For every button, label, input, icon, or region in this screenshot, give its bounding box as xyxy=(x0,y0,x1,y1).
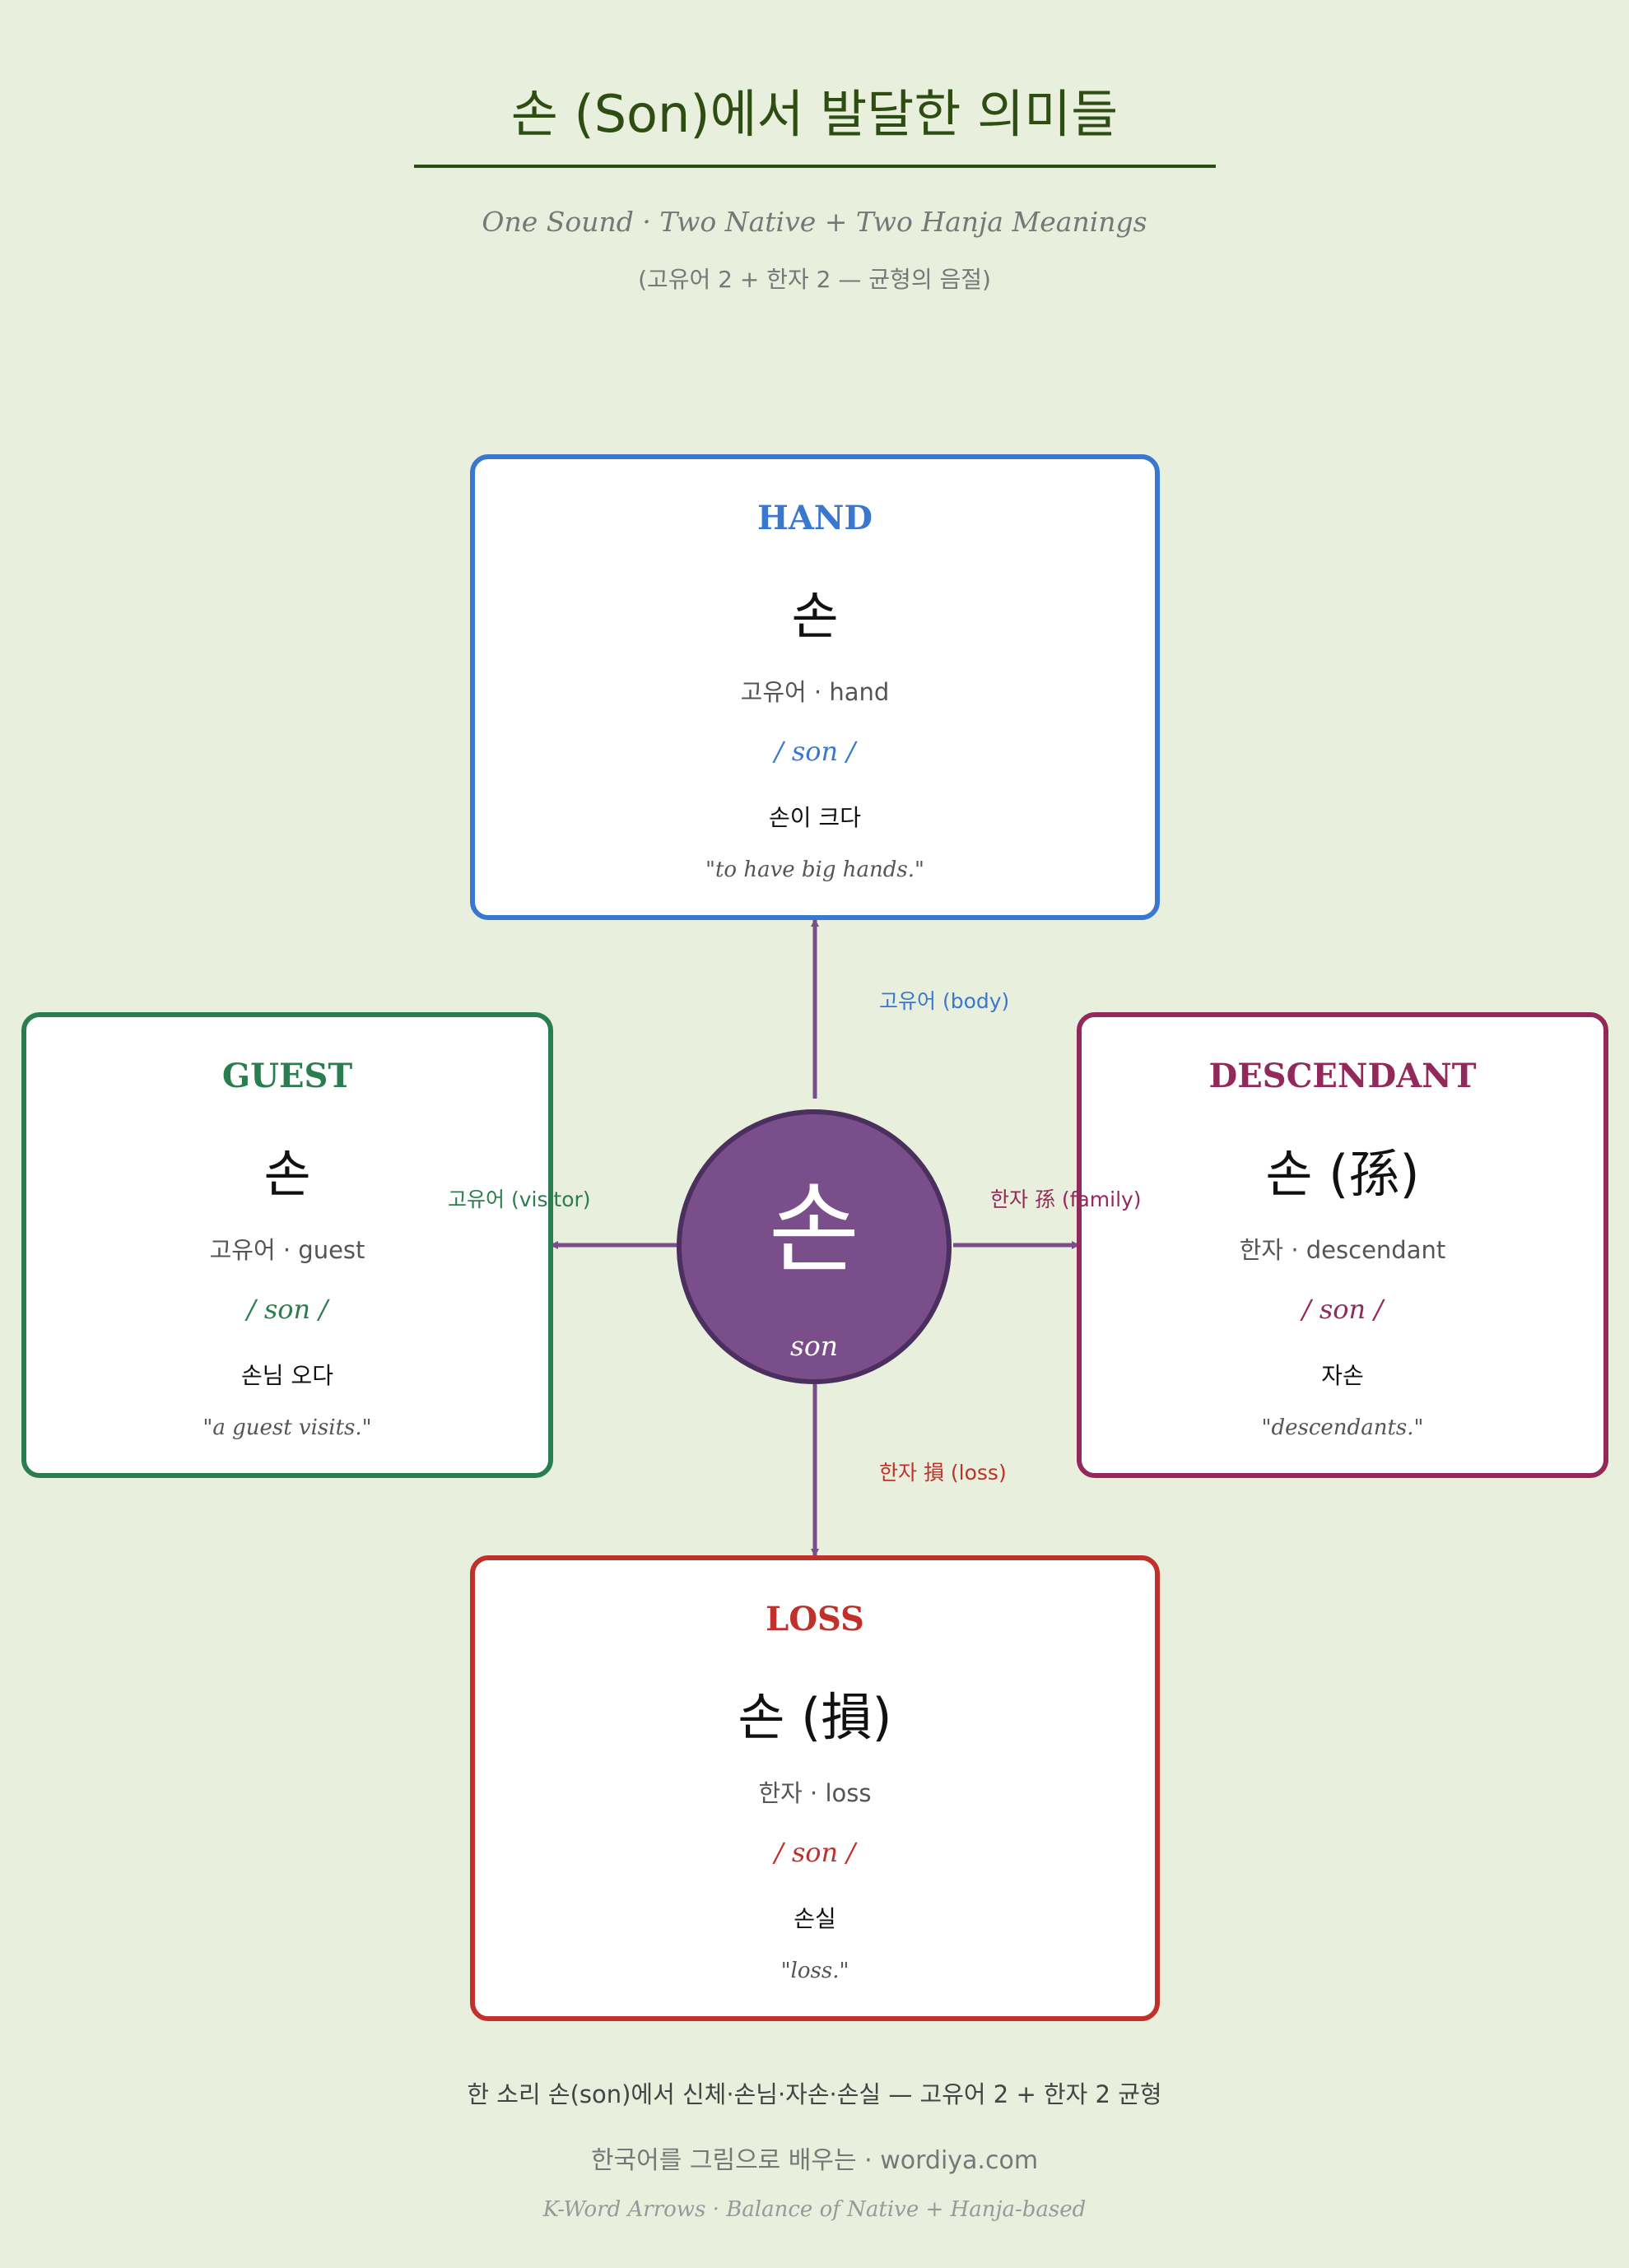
footer-series: K-Word Arrows · Balance of Native + Hanj… xyxy=(542,2197,1087,2222)
card-guest-sub: 고유어 · guest xyxy=(209,1236,365,1264)
card-loss-pronunciation: / son / xyxy=(774,1837,856,1868)
card-descendant-heading: DESCENDANT xyxy=(1208,1057,1477,1095)
card-loss-word: 손 (損) xyxy=(738,1687,892,1747)
card-descendant-word: 손 (孫) xyxy=(1265,1144,1420,1204)
footer-site: 한국어를 그림으로 배우는 · wordiya.com xyxy=(590,2146,1039,2175)
card-guest-word: 손 xyxy=(263,1144,311,1204)
card-guest: GUEST 손 고유어 · guest / son / 손님 오다 "a gue… xyxy=(21,1012,553,1478)
card-hand-heading: HAND xyxy=(756,499,873,537)
card-hand-sub: 고유어 · hand xyxy=(740,678,890,706)
card-guest-example: 손님 오다 xyxy=(241,1362,333,1389)
card-loss-sub: 한자 · loss xyxy=(758,1779,872,1807)
card-hand: HAND 손 고유어 · hand / son / 손이 크다 "to have… xyxy=(470,454,1160,920)
card-hand-translation: "to have big hands." xyxy=(705,857,924,882)
card-descendant-pronunciation: / son / xyxy=(1301,1294,1384,1325)
card-guest-pronunciation: / son / xyxy=(246,1294,328,1325)
card-guest-heading: GUEST xyxy=(221,1057,353,1095)
card-loss: LOSS 손 (損) 한자 · loss / son / 손실 "loss." xyxy=(470,1555,1160,2021)
hub-word: 손 xyxy=(768,1173,860,1287)
card-hand-example: 손이 크다 xyxy=(769,804,861,831)
card-loss-heading: LOSS xyxy=(766,1600,864,1638)
page-subtitle: One Sound · Two Native + Two Hanja Meani… xyxy=(482,206,1147,238)
page-subtitle-korean: (고유어 2 + 한자 2 — 균형의 음절) xyxy=(638,266,991,293)
card-hand-pronunciation: / son / xyxy=(774,736,856,767)
footer-summary: 한 소리 손(son)에서 신체·손님·자손·손실 — 고유어 2 + 한자 2… xyxy=(467,2080,1162,2108)
card-descendant: DESCENDANT 손 (孫) 한자 · descendant / son /… xyxy=(1077,1012,1608,1478)
title-divider xyxy=(414,165,1216,168)
edge-label-hand: 고유어 (body) xyxy=(879,989,1010,1013)
edge-label-guest: 고유어 (visitor) xyxy=(448,1187,591,1211)
card-descendant-example: 자손 xyxy=(1321,1362,1364,1389)
hub-romanization: son xyxy=(789,1330,839,1362)
card-descendant-sub: 한자 · descendant xyxy=(1239,1236,1446,1264)
card-loss-translation: "loss." xyxy=(780,1959,849,1983)
card-hand-word: 손 xyxy=(791,586,839,646)
hub-circle: 손 son xyxy=(677,1109,952,1384)
edge-label-loss: 한자 損 (loss) xyxy=(879,1461,1007,1485)
edge-label-descendant: 한자 孫 (family) xyxy=(990,1187,1142,1211)
card-descendant-translation: "descendants." xyxy=(1261,1415,1424,1440)
card-loss-example: 손실 xyxy=(794,1905,836,1932)
card-guest-translation: "a guest visits." xyxy=(202,1415,372,1440)
page-title: 손 (Son)에서 발달한 의미들 xyxy=(510,84,1119,144)
